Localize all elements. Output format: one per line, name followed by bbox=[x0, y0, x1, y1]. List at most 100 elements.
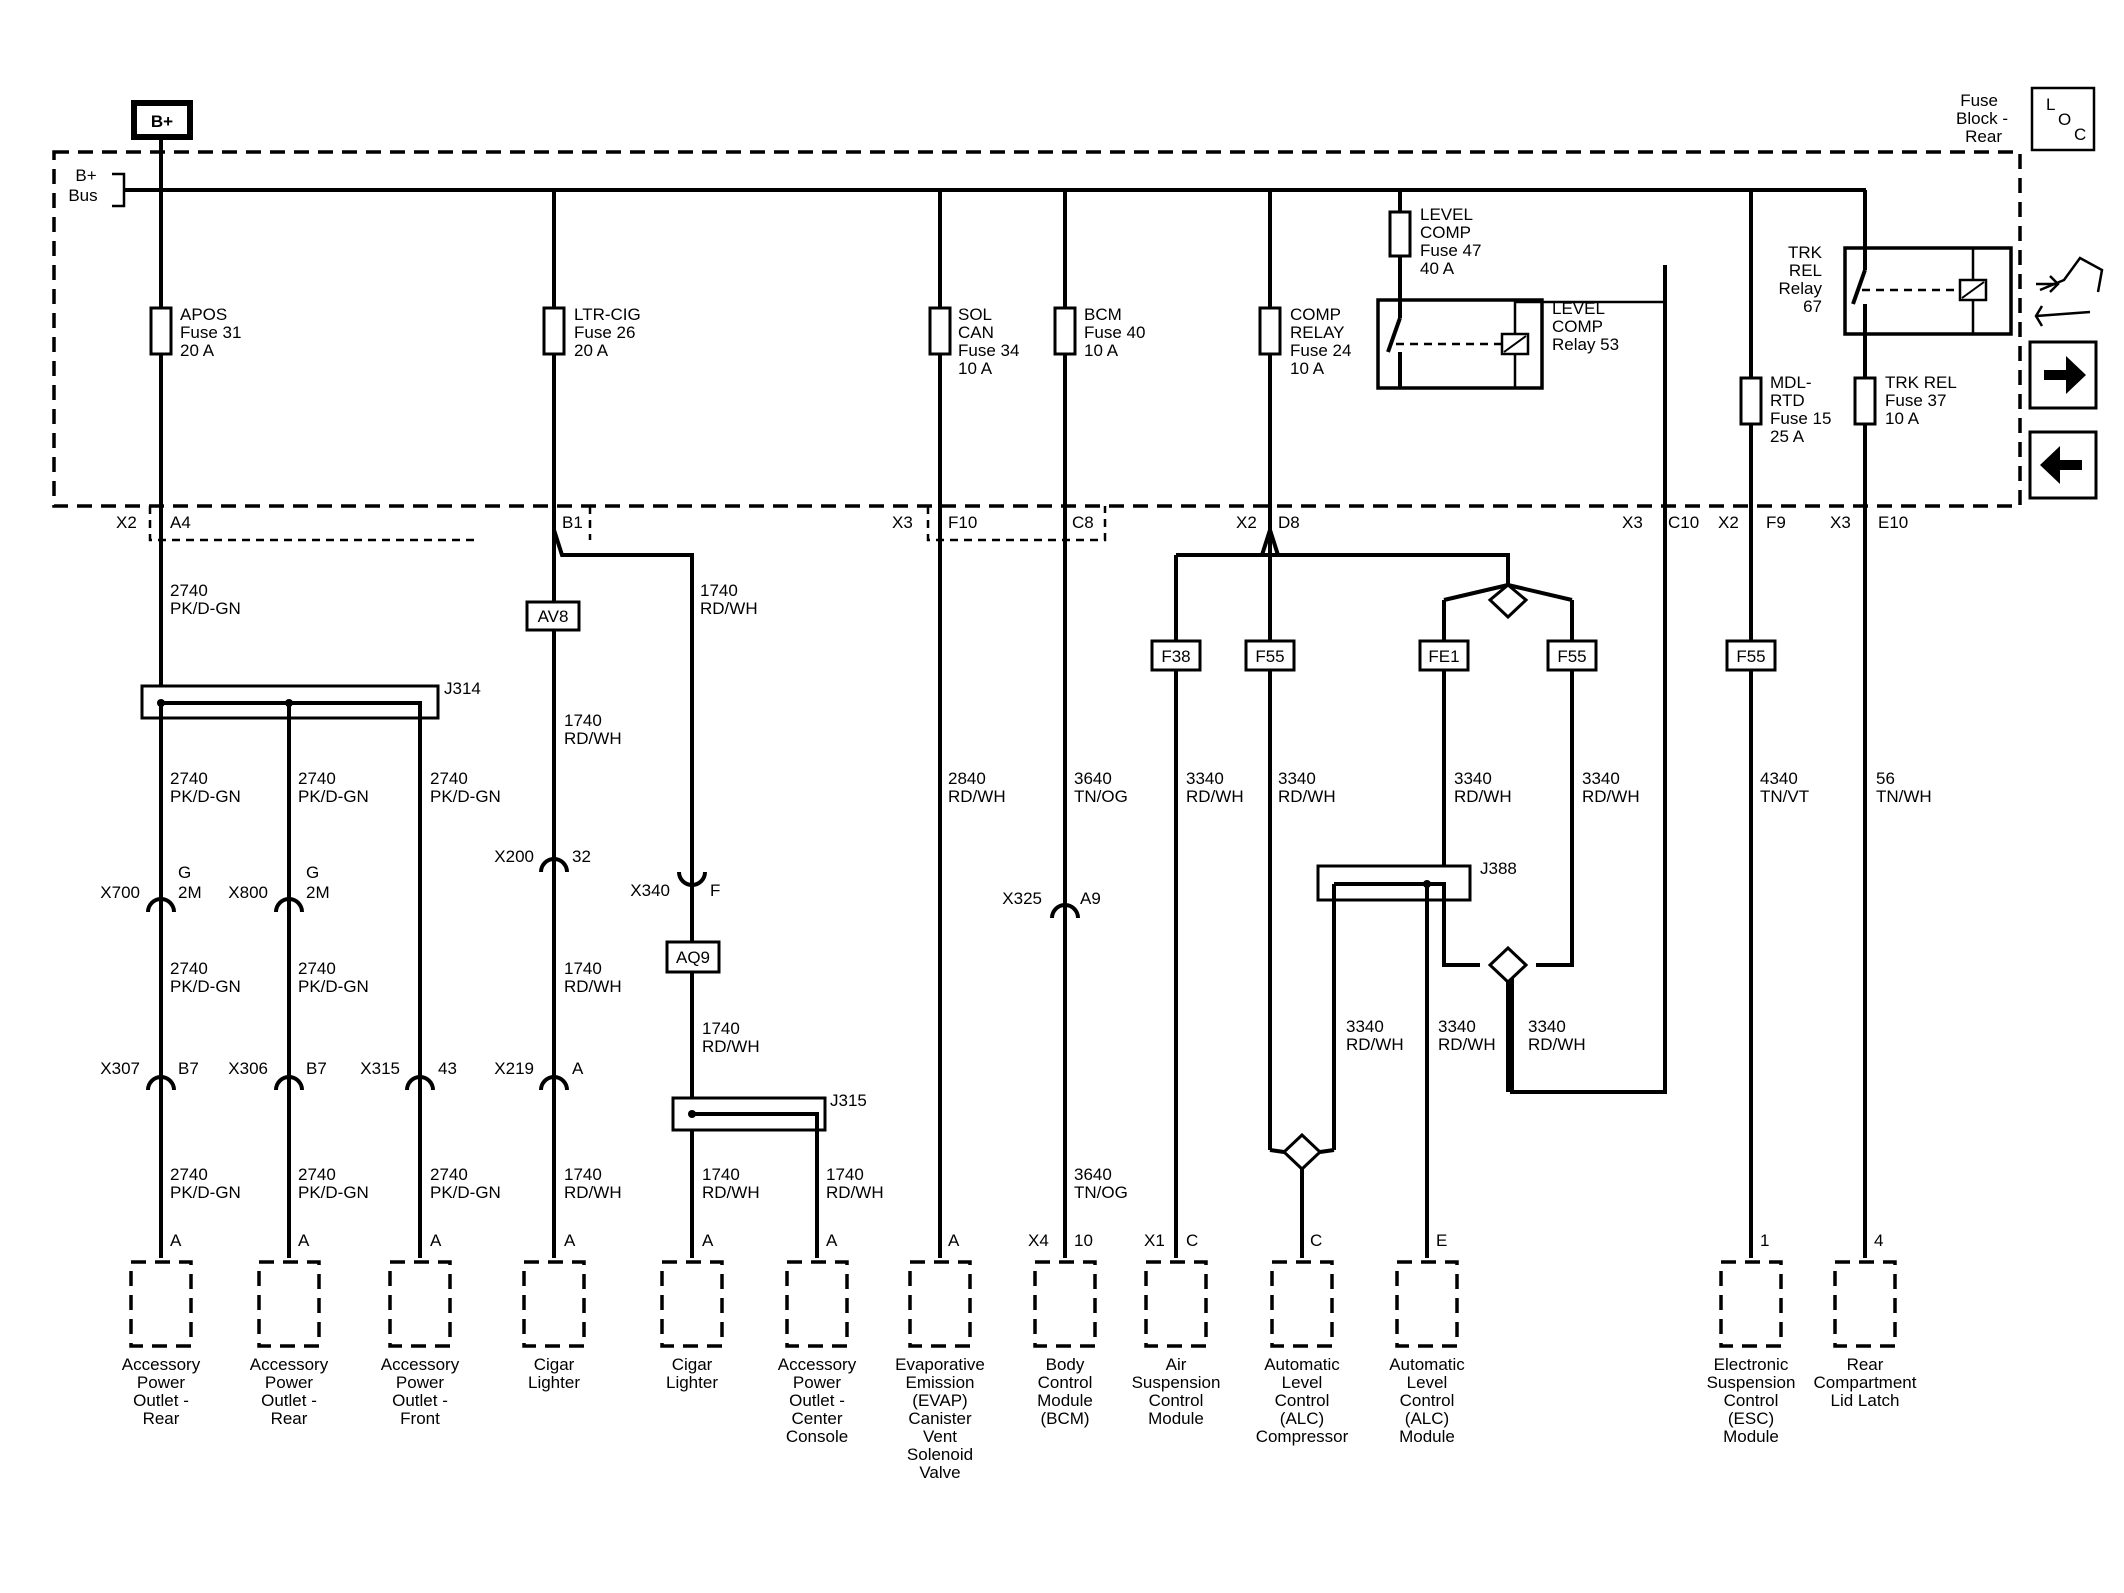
svg-text:Control: Control bbox=[1400, 1391, 1455, 1410]
svg-text:Suspension: Suspension bbox=[1707, 1373, 1796, 1392]
svg-text:Control: Control bbox=[1724, 1391, 1779, 1410]
svg-text:MDL-: MDL- bbox=[1770, 373, 1812, 392]
fuse-symbols bbox=[149, 210, 1877, 426]
svg-text:3640: 3640 bbox=[1074, 1165, 1112, 1184]
svg-text:Fuse 37: Fuse 37 bbox=[1885, 391, 1946, 410]
svg-text:2740: 2740 bbox=[170, 769, 208, 788]
svg-text:1: 1 bbox=[1760, 1231, 1769, 1250]
svg-text:3340: 3340 bbox=[1582, 769, 1620, 788]
svg-text:Fuse 15: Fuse 15 bbox=[1770, 409, 1831, 428]
diamond-top-branch bbox=[1443, 583, 1573, 602]
loc-box[interactable] bbox=[2030, 86, 2096, 152]
svg-text:Electronic: Electronic bbox=[1714, 1355, 1789, 1374]
component-acc-outlet-rear-2: Accessory Power Outlet - Rear bbox=[250, 1355, 329, 1428]
svg-text:X800: X800 bbox=[228, 883, 268, 902]
svg-text:10 A: 10 A bbox=[1084, 341, 1119, 360]
svg-text:Lighter: Lighter bbox=[528, 1373, 580, 1392]
svg-text:1740: 1740 bbox=[702, 1165, 740, 1184]
svg-text:G: G bbox=[178, 863, 191, 882]
svg-text:COMP: COMP bbox=[1552, 317, 1603, 336]
svg-text:10 A: 10 A bbox=[958, 359, 993, 378]
svg-text:RD/WH: RD/WH bbox=[1438, 1035, 1496, 1054]
component-rear-lid-latch: Rear Compartment Lid Latch bbox=[1814, 1355, 1917, 1410]
svg-text:Control: Control bbox=[1149, 1391, 1204, 1410]
splice-j314-label: J314 bbox=[444, 679, 481, 698]
wire-label-2740-main: 2740 PK/D-GN bbox=[170, 581, 241, 618]
tag-av8-label: AV8 bbox=[538, 607, 569, 626]
svg-text:Relay: Relay bbox=[1779, 279, 1823, 298]
svg-text:F55: F55 bbox=[1557, 647, 1586, 666]
svg-text:Lighter: Lighter bbox=[666, 1373, 718, 1392]
svg-text:TRK REL: TRK REL bbox=[1885, 373, 1957, 392]
svg-text:Compressor: Compressor bbox=[1256, 1427, 1349, 1446]
svg-text:(EVAP): (EVAP) bbox=[912, 1391, 967, 1410]
svg-text:Suspension: Suspension bbox=[1132, 1373, 1221, 1392]
svg-text:3640: 3640 bbox=[1074, 769, 1112, 788]
svg-text:B1: B1 bbox=[562, 513, 583, 532]
fuse-label-ltrcig: LTR-CIG Fuse 26 20 A bbox=[574, 305, 641, 360]
svg-text:PK/D-GN: PK/D-GN bbox=[170, 1183, 241, 1202]
svg-text:E10: E10 bbox=[1878, 513, 1908, 532]
level-comp-relay bbox=[1376, 298, 1665, 390]
back-arrow-icon[interactable] bbox=[2028, 430, 2098, 500]
harness-wrench-icon[interactable] bbox=[2034, 256, 2104, 327]
svg-text:COMP: COMP bbox=[1290, 305, 1341, 324]
svg-text:RD/WH: RD/WH bbox=[1528, 1035, 1586, 1054]
forward-arrow-icon[interactable] bbox=[2028, 340, 2098, 410]
loc-label-3: Rear bbox=[1965, 127, 2002, 146]
svg-text:A9: A9 bbox=[1080, 889, 1101, 908]
svg-text:PK/D-GN: PK/D-GN bbox=[298, 1183, 369, 1202]
svg-text:PK/D-GN: PK/D-GN bbox=[298, 787, 369, 806]
svg-text:Valve: Valve bbox=[919, 1463, 960, 1482]
svg-text:Outlet -: Outlet - bbox=[261, 1391, 317, 1410]
svg-text:4340: 4340 bbox=[1760, 769, 1798, 788]
svg-text:Fuse 34: Fuse 34 bbox=[958, 341, 1019, 360]
fuse-label-mdlrtd: MDL- RTD Fuse 15 25 A bbox=[1770, 373, 1831, 446]
loc-label-1: Fuse bbox=[1960, 91, 1998, 110]
svg-text:2M: 2M bbox=[178, 883, 202, 902]
svg-text:1740: 1740 bbox=[826, 1165, 864, 1184]
svg-text:FE1: FE1 bbox=[1428, 647, 1459, 666]
svg-text:E: E bbox=[1436, 1231, 1447, 1250]
inline-connector-symbols bbox=[146, 857, 1080, 1091]
svg-text:BCM: BCM bbox=[1084, 305, 1122, 324]
svg-text:40 A: 40 A bbox=[1420, 259, 1455, 278]
svg-text:Control: Control bbox=[1275, 1391, 1330, 1410]
svg-text:REL: REL bbox=[1789, 261, 1822, 280]
svg-text:B7: B7 bbox=[306, 1059, 327, 1078]
svg-text:Emission: Emission bbox=[906, 1373, 975, 1392]
svg-text:Accessory: Accessory bbox=[778, 1355, 857, 1374]
svg-text:2M: 2M bbox=[306, 883, 330, 902]
svg-text:F: F bbox=[710, 881, 720, 900]
svg-text:20 A: 20 A bbox=[574, 341, 609, 360]
svg-text:Body: Body bbox=[1046, 1355, 1085, 1374]
svg-text:X340: X340 bbox=[630, 881, 670, 900]
svg-text:Cigar: Cigar bbox=[672, 1355, 713, 1374]
loc-letter-l: L bbox=[2046, 95, 2055, 114]
svg-text:2740: 2740 bbox=[170, 581, 208, 600]
svg-text:RD/WH: RD/WH bbox=[564, 729, 622, 748]
svg-text:X325: X325 bbox=[1002, 889, 1042, 908]
fuse-block-outline bbox=[52, 150, 2022, 508]
tags-row: F38 F55 FE1 F55 F55 bbox=[1150, 639, 1777, 672]
svg-text:A: A bbox=[298, 1231, 310, 1250]
svg-text:X200: X200 bbox=[494, 847, 534, 866]
svg-text:F10: F10 bbox=[948, 513, 977, 532]
component-cigar-lighter-2: Cigar Lighter bbox=[666, 1355, 718, 1392]
svg-text:Automatic: Automatic bbox=[1389, 1355, 1465, 1374]
svg-text:Accessory: Accessory bbox=[122, 1355, 201, 1374]
svg-text:F55: F55 bbox=[1255, 647, 1284, 666]
svg-text:LTR-CIG: LTR-CIG bbox=[574, 305, 641, 324]
wire-label-1740-branch: 1740 RD/WH bbox=[700, 581, 758, 618]
svg-text:F38: F38 bbox=[1161, 647, 1190, 666]
fuse-label-trkrel: TRK REL Fuse 37 10 A bbox=[1885, 373, 1957, 428]
component-acc-outlet-rear-1: Accessory Power Outlet - Rear bbox=[122, 1355, 201, 1428]
splice-j315-bar bbox=[692, 1112, 819, 1258]
svg-text:10 A: 10 A bbox=[1885, 409, 1920, 428]
svg-text:Outlet -: Outlet - bbox=[789, 1391, 845, 1410]
svg-text:2740: 2740 bbox=[298, 1165, 336, 1184]
svg-text:32: 32 bbox=[572, 847, 591, 866]
svg-text:Evaporative: Evaporative bbox=[895, 1355, 985, 1374]
